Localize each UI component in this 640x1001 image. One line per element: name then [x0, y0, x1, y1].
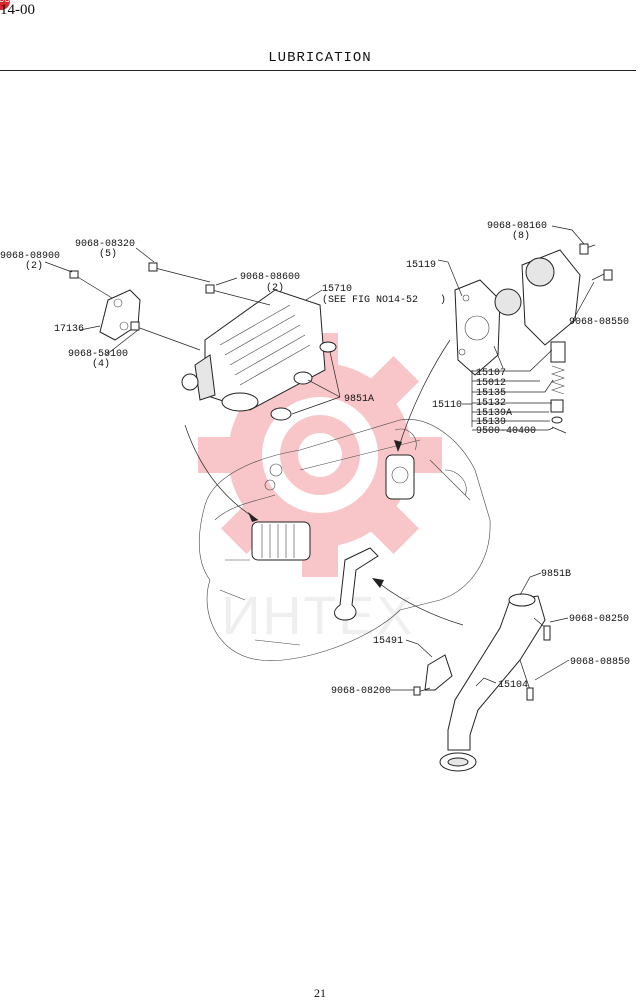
qty-9068-08600: (2) [266, 282, 284, 294]
label-9068-08600: 9068-08600 [240, 272, 300, 283]
label-15107: 15107 [476, 368, 506, 379]
label-17136: 17136 [54, 324, 84, 335]
watermark-gear-icon [198, 333, 442, 577]
label-9851B: 9851B [541, 569, 571, 580]
label-9068-08900: 9068-08900 [0, 251, 60, 262]
label-15491: 15491 [373, 636, 403, 647]
oil-cooler-assembly [69, 262, 337, 421]
section-code: 14-00 [0, 2, 35, 18]
oil-strainer-assembly [413, 593, 551, 772]
leader-lines [44, 225, 595, 691]
watermark-text: ИНТЕХ [222, 586, 415, 646]
page-title: LUBRICATION [268, 50, 372, 66]
label-15104: 15104 [498, 680, 528, 691]
see-fig-close: ) [440, 294, 446, 306]
see-fig-note: (SEE FIG NO14-52 [322, 294, 418, 306]
qty-9068-08320: (5) [99, 248, 117, 260]
label-15139A: 15139A [476, 408, 512, 419]
label-9068-08550: 9068-08550 [569, 317, 629, 328]
label-15710: 15710 [322, 284, 352, 295]
label-9068-08200: 9068-08200 [331, 686, 391, 697]
label-15135: 15135 [476, 388, 506, 399]
label-15012: 15012 [476, 378, 506, 389]
label-9068-08320: 9068-08320 [75, 239, 135, 250]
part-labels: 9068-08900 (2) 9068-08320 (5) 9068-08600… [0, 221, 630, 697]
label-9068-58100: 9068-58100 [68, 349, 128, 360]
engine-block-drawing [198, 419, 491, 661]
label-9851A: 9851A [344, 394, 374, 405]
page-number: 21 [314, 986, 326, 1000]
assembly-arrows [184, 339, 464, 626]
qty-9068-08900: (2) [25, 260, 43, 272]
qty-9068-58100: (4) [92, 358, 110, 370]
corner-badge-text: OO [0, 0, 10, 4]
label-15139: 15139 [476, 417, 506, 428]
title-rule [0, 70, 636, 71]
label-15132: 15132 [476, 398, 506, 409]
corner-badge: OO [0, 0, 10, 10]
qty-9068-08160: (8) [512, 230, 530, 242]
label-15119: 15119 [406, 260, 436, 271]
oil-pump-assembly [454, 243, 613, 434]
label-9068-08850: 9068-08850 [570, 657, 630, 668]
label-9068-08250: 9068-08250 [569, 614, 629, 625]
label-9500-40400: 9500-40400 [476, 426, 536, 437]
watermark: ИНТЕХ [198, 333, 442, 646]
label-15110: 15110 [432, 400, 462, 411]
label-9068-08160: 9068-08160 [487, 221, 547, 232]
